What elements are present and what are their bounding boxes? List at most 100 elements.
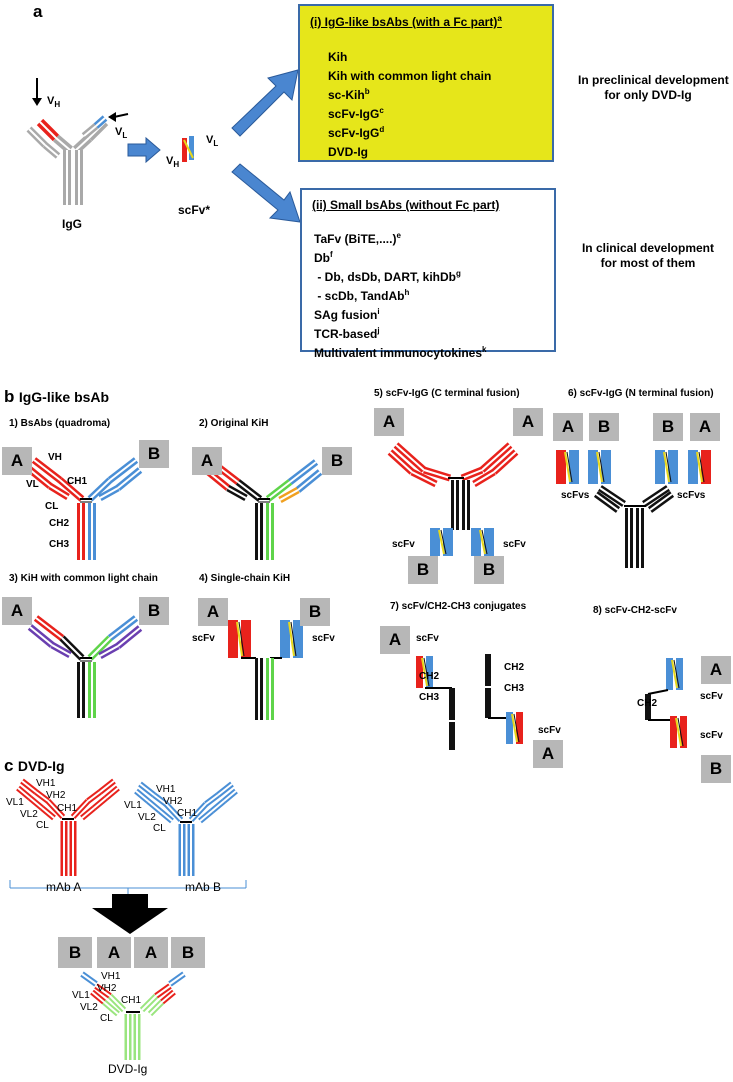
d5-tag-a-left: A — [374, 408, 404, 436]
d6-scfv-2-b — [601, 450, 611, 484]
d5-scfv-right-a — [471, 528, 481, 556]
c-tag-2: A — [97, 937, 131, 968]
c-mabA-vh1-left-gap — [21, 780, 37, 793]
d4-tag-b: B — [300, 598, 330, 626]
d7-ch2-right: CH2 — [504, 662, 525, 673]
c-mabB-ch1-left-gap — [165, 803, 182, 821]
dvd-ch1-right-gap — [141, 995, 157, 1011]
d2-title: 2) Original KiH — [199, 418, 269, 429]
d1-cl-left-gap — [49, 485, 69, 498]
c-dvd-cl: CL — [100, 1013, 113, 1024]
d6-arm-right-gap — [643, 487, 669, 505]
d4-tag-a: A — [198, 598, 228, 626]
d2-ch1-right-gap — [267, 481, 291, 500]
dvd-vh1-left-gap — [81, 973, 97, 985]
d7-ch2-left: CH2 — [419, 671, 440, 682]
d6-scfv-1-a — [556, 450, 566, 484]
mab-b-label: mAb B — [185, 880, 222, 894]
d6-scfv-4-a — [688, 450, 698, 484]
d7-scfv-2-linker2 — [513, 713, 520, 743]
d7-scfv-1-a — [416, 656, 423, 688]
d2-cl-right-gap — [279, 489, 299, 501]
d4-scfv-right-linker — [288, 621, 295, 657]
d8-scfv-top-b — [676, 658, 683, 690]
c-dvd-ch1: CH1 — [121, 995, 142, 1006]
igg-like-item: Kih — [328, 50, 348, 64]
c-dvd-vl2: VL2 — [80, 1002, 98, 1013]
d5-scfv-left: scFv — [392, 539, 415, 550]
igg-like-item: DVD-Ig — [328, 145, 368, 159]
igg-like-box-title: (i) IgG-like bsAbs (with a Fc part)a — [310, 14, 502, 29]
d8-title: 8) scFv-CH2-scFv — [593, 605, 677, 616]
d1-vh: VH — [48, 452, 62, 463]
d6-tag-1: A — [553, 413, 583, 441]
d1-ch1-right-gap — [89, 479, 111, 500]
d3-ch1-right-gap — [89, 637, 111, 659]
c-mabB-vh1-left-gap — [139, 783, 155, 796]
d1-ch3: CH3 — [49, 539, 70, 550]
c-mabB-cl-left-gap — [159, 810, 173, 822]
d4-scfv-right-linker2 — [290, 621, 297, 657]
d4-scfv-left-a — [228, 620, 238, 658]
igg-like-item: scFv-IgGc — [328, 106, 384, 121]
clinical-note: In clinical development for most of them — [578, 241, 718, 271]
c-mabA-ch1-right-gap — [72, 800, 89, 818]
scfv-star-label: scFv* — [178, 203, 211, 217]
d1-ch1: CH1 — [67, 476, 88, 487]
c-dvd-vh1: VH1 — [101, 971, 121, 982]
igg-vh-left-gap — [39, 121, 57, 139]
igg-like-item: Kih with common light chain — [328, 69, 492, 83]
d8-scfv-bottom-linker — [675, 717, 682, 747]
c-mabB-vh1: VH1 — [156, 784, 176, 795]
c-mabB-ch1-right-gap — [190, 803, 207, 821]
d7-scfv-1-linker — [421, 657, 428, 687]
c-mabA-vh2-left-gap — [35, 791, 49, 802]
d3-vl-right-gap — [117, 627, 141, 647]
small-bsabs-item: SAg fusioni — [314, 307, 380, 322]
igg-label: IgG — [62, 217, 82, 231]
dvd-ch1-left-gap — [109, 995, 125, 1011]
scfv-linker — [183, 139, 194, 159]
d6-scfv-4-b — [701, 450, 711, 484]
c-mabA-vh1-right-gap — [99, 780, 115, 793]
d8-link-top — [647, 689, 669, 695]
arrow-to-igg-like-box — [231, 69, 299, 137]
d3-tag-b: B — [139, 597, 169, 625]
c-mabB-vl1-right-gap — [223, 790, 237, 802]
d3-cl-right-gap — [99, 645, 119, 657]
c-mabA-vh2: VH2 — [46, 790, 66, 801]
d6-scfv-1-b — [569, 450, 579, 484]
combine-arrow — [92, 894, 168, 934]
c-mabA-vl2: VL2 — [20, 809, 38, 820]
dvd-vl2-right-gap — [161, 991, 175, 1003]
d3-vh-right-gap — [109, 617, 137, 639]
c-mabA-ch1-left-gap — [47, 800, 64, 818]
d7-tag-a2: A — [533, 740, 563, 768]
c-mabA-ch1: CH1 — [57, 803, 78, 814]
d3-vl-left-gap — [29, 626, 53, 646]
clinical-note-line1: In clinical development — [581, 241, 715, 255]
d4-title: 4) Single-chain KiH — [199, 573, 291, 584]
igg-vl-right-red-gap — [87, 115, 101, 129]
d5-scfv-left-linker2 — [440, 529, 447, 555]
d4-scfv-left-linker — [236, 621, 243, 657]
mab-a-label: mAb A — [46, 880, 82, 894]
d7-tag-a1: A — [380, 626, 410, 654]
d6-arm-left-gap — [599, 487, 625, 505]
d6-arm-left-2-gap — [595, 493, 619, 511]
d7-scfv-2-a — [506, 712, 513, 744]
d8-scfv-top-a — [666, 658, 673, 690]
d1-tag-a: A — [2, 447, 32, 475]
d4-scfv-right: scFv — [312, 633, 335, 644]
d5-scfv-right-linker2 — [481, 529, 488, 555]
scfv-vl-label: VL — [206, 134, 219, 149]
small-bsabs-item: TaFv (BiTE,....)e — [314, 231, 401, 246]
small-bsabs-item: TCR-basedj — [314, 326, 380, 341]
d5-ch1-left-gap — [423, 469, 451, 479]
d6-scfv-3-linker2 — [665, 451, 672, 483]
d8-scfv-top-linker — [671, 659, 678, 689]
c-mabB-vl2: VL2 — [138, 812, 156, 823]
d4-scfv-right-b — [293, 620, 303, 658]
c-mabB-cl: CL — [153, 823, 166, 834]
c-mabB-vl1: VL1 — [124, 800, 142, 811]
